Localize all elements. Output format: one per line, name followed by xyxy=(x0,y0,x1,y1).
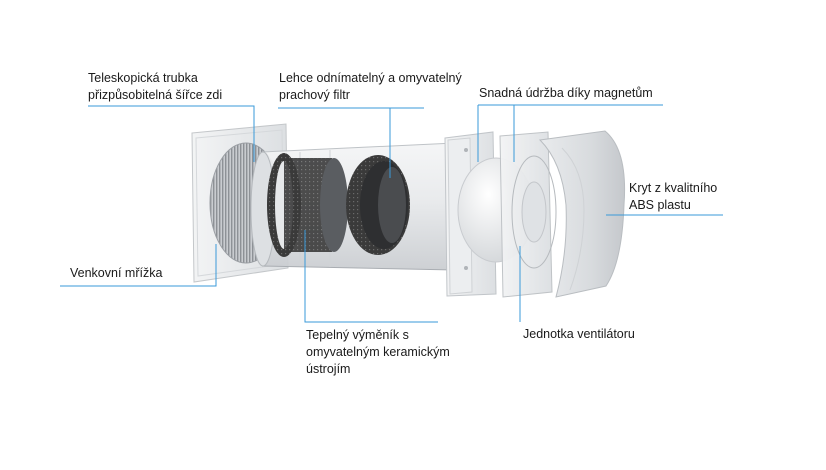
label-magnets: Snadná údržba díky magnetům xyxy=(479,85,653,102)
label-abs-cover-line-2: ABS plastu xyxy=(629,198,691,212)
label-fan-unit: Jednotka ventilátoru xyxy=(523,326,635,343)
label-outer-grille: Venkovní mřížka xyxy=(70,265,162,282)
label-dust-filter-line-2: prachový filtr xyxy=(279,88,350,102)
label-heat-exchanger: Tepelný výměník s omyvatelným keramickým… xyxy=(306,327,450,378)
leader-lines xyxy=(60,104,723,323)
label-abs-cover-line-1: Kryt z kvalitního xyxy=(629,181,718,195)
label-heat-exchanger-line-1: Tepelný výměník s xyxy=(306,328,409,342)
label-telescopic-tube-line-1: Teleskopická trubka xyxy=(88,71,198,85)
label-outer-grille-line-1: Venkovní mřížka xyxy=(70,266,163,280)
label-abs-cover: Kryt z kvalitního ABS plastu xyxy=(629,180,717,214)
leader-telescopic-tube xyxy=(88,105,255,162)
fan-unit xyxy=(444,131,557,298)
label-heat-exchanger-line-2: omyvatelným keramickým xyxy=(306,345,450,359)
abs-cover xyxy=(538,130,626,298)
label-telescopic-tube-line-2: přizpůsobitelná šířce zdi xyxy=(88,88,223,102)
label-fan-unit-line-1: Jednotka ventilátoru xyxy=(523,327,635,341)
label-telescopic-tube: Teleskopická trubka přizpůsobitelná šířc… xyxy=(88,70,222,104)
label-heat-exchanger-line-3: ústrojím xyxy=(306,362,351,376)
label-magnets-line-1: Snadná údržba díky magnetům xyxy=(479,86,653,100)
label-dust-filter: Lehce odnímatelný a omyvatelný prachový … xyxy=(279,70,462,104)
heat-exchanger xyxy=(267,153,348,257)
label-dust-filter-line-1: Lehce odnímatelný a omyvatelný xyxy=(279,71,462,85)
leader-heat-exchanger xyxy=(304,230,438,323)
dust-filter xyxy=(346,155,410,255)
leader-outer-grille xyxy=(60,244,217,287)
